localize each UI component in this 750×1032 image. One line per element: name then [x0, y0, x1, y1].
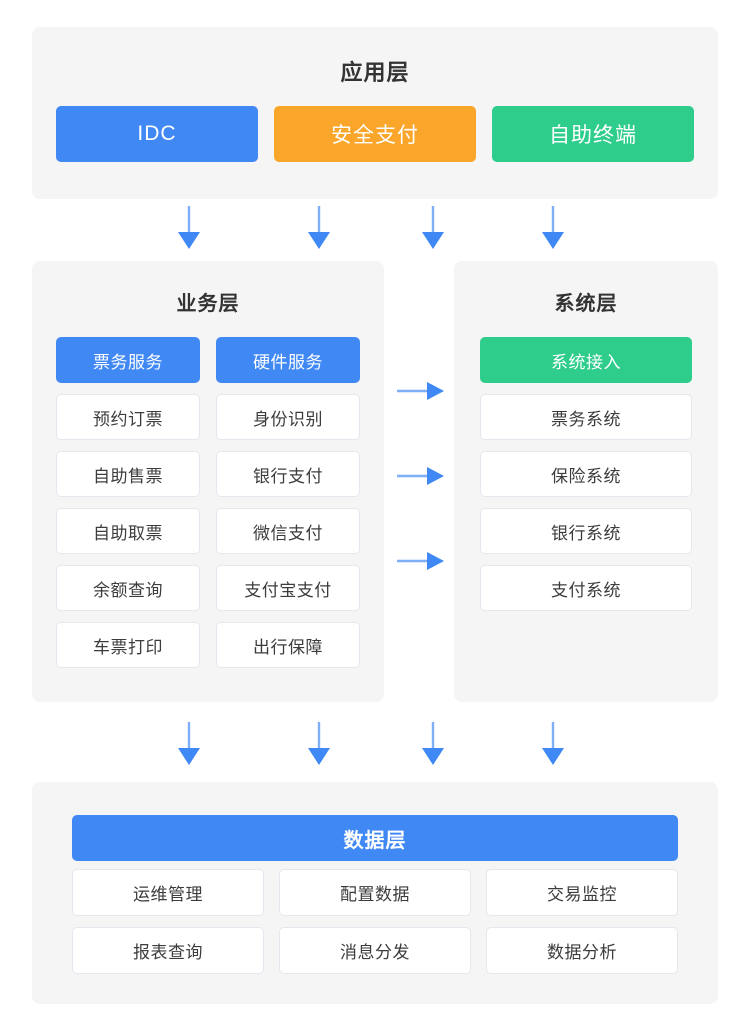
data-card[interactable]: 配置数据	[279, 869, 471, 916]
arrow-down-icon	[306, 206, 332, 250]
arrow-down-icon	[176, 206, 202, 250]
card-label: 报表查询	[133, 943, 203, 962]
arrow-down-icon	[176, 722, 202, 766]
card-label: 运维管理	[133, 885, 203, 904]
card-label: 消息分发	[340, 943, 410, 962]
card-label: 系统接入	[551, 352, 621, 372]
card-label: 交易监控	[547, 885, 617, 904]
card-label: 预约订票	[93, 409, 163, 429]
card-label: 数据分析	[547, 943, 617, 962]
data-card[interactable]: 运维管理	[72, 869, 264, 916]
business-card[interactable]: 出行保障	[216, 622, 360, 668]
card-label: 出行保障	[253, 637, 323, 657]
business-card[interactable]: 自助取票	[56, 508, 200, 554]
data-card[interactable]: 交易监控	[486, 869, 678, 916]
arrow-right-icon	[397, 550, 445, 572]
business-layer-panel: 业务层 票务服务 硬件服务预约订票 身份识别自助售票 银行支付自助取票 微信支付余额查询…	[32, 261, 384, 702]
business-layer-title: 业务层	[176, 293, 240, 315]
card-label: 身份识别	[253, 409, 323, 429]
app-chip-label: IDC	[137, 122, 177, 145]
card-label: 硬件服务	[253, 352, 323, 372]
card-label: 支付宝支付	[244, 580, 332, 600]
data-card[interactable]: 消息分发	[279, 927, 471, 974]
business-card[interactable]: 车票打印	[56, 622, 200, 668]
arrow-down-icon	[540, 722, 566, 766]
card-label: 自助售票	[93, 466, 163, 486]
system-card[interactable]: 银行系统	[480, 508, 692, 554]
arrow-right-icon	[397, 465, 445, 487]
application-layer-title: 应用层	[340, 60, 410, 85]
card-label: 配置数据	[340, 885, 410, 904]
app-chip-self-service-terminal[interactable]: 自助终端	[492, 106, 694, 162]
card-label: 票务服务	[93, 352, 163, 372]
business-card[interactable]: 支付宝支付	[216, 565, 360, 611]
data-layer-panel: 数据层 运维管理 配置数据 交易监控报表查询 消息分发 数据分析	[32, 782, 718, 1004]
data-layer-banner-label: 数据层	[343, 829, 407, 852]
business-card[interactable]: 银行支付	[216, 451, 360, 497]
data-card[interactable]: 数据分析	[486, 927, 678, 974]
business-card[interactable]: 身份识别	[216, 394, 360, 440]
system-card[interactable]: 系统接入	[480, 337, 692, 383]
app-chip-idc[interactable]: IDC	[56, 106, 258, 162]
system-layer-panel: 系统层 系统接入票务系统保险系统银行系统支付系统	[454, 261, 718, 702]
arrow-right-icon	[397, 380, 445, 402]
card-label: 银行支付	[253, 466, 323, 486]
app-chip-label: 安全支付	[331, 124, 419, 147]
card-label: 自助取票	[93, 523, 163, 543]
business-card[interactable]: 微信支付	[216, 508, 360, 554]
business-card[interactable]: 自助售票	[56, 451, 200, 497]
application-layer-chip-row: IDC 安全支付 自助终端	[56, 106, 694, 162]
application-layer-panel: 应用层 IDC 安全支付 自助终端	[32, 27, 718, 199]
card-label: 车票打印	[93, 637, 163, 657]
business-card[interactable]: 票务服务	[56, 337, 200, 383]
card-label: 余额查询	[93, 580, 163, 600]
arrow-down-icon	[420, 722, 446, 766]
card-label: 保险系统	[551, 466, 621, 486]
system-card[interactable]: 保险系统	[480, 451, 692, 497]
card-label: 支付系统	[551, 580, 621, 600]
business-card[interactable]: 余额查询	[56, 565, 200, 611]
app-chip-label: 自助终端	[549, 124, 637, 147]
system-layer-title: 系统层	[554, 293, 618, 315]
business-card[interactable]: 硬件服务	[216, 337, 360, 383]
data-card[interactable]: 报表查询	[72, 927, 264, 974]
app-chip-secure-payment[interactable]: 安全支付	[274, 106, 476, 162]
arrow-down-icon	[306, 722, 332, 766]
system-card[interactable]: 票务系统	[480, 394, 692, 440]
business-card[interactable]: 预约订票	[56, 394, 200, 440]
system-layer-card-list: 系统接入票务系统保险系统银行系统支付系统	[480, 337, 692, 611]
card-label: 微信支付	[253, 523, 323, 543]
business-layer-card-grid: 票务服务 硬件服务预约订票 身份识别自助售票 银行支付自助取票 微信支付余额查询 支付宝支…	[56, 337, 360, 668]
data-layer-card-grid: 运维管理 配置数据 交易监控报表查询 消息分发 数据分析	[72, 869, 678, 974]
system-card[interactable]: 支付系统	[480, 565, 692, 611]
card-label: 银行系统	[551, 523, 621, 543]
card-label: 票务系统	[551, 409, 621, 429]
data-layer-banner[interactable]: 数据层	[72, 815, 678, 861]
arrow-down-icon	[420, 206, 446, 250]
arrow-down-icon	[540, 206, 566, 250]
